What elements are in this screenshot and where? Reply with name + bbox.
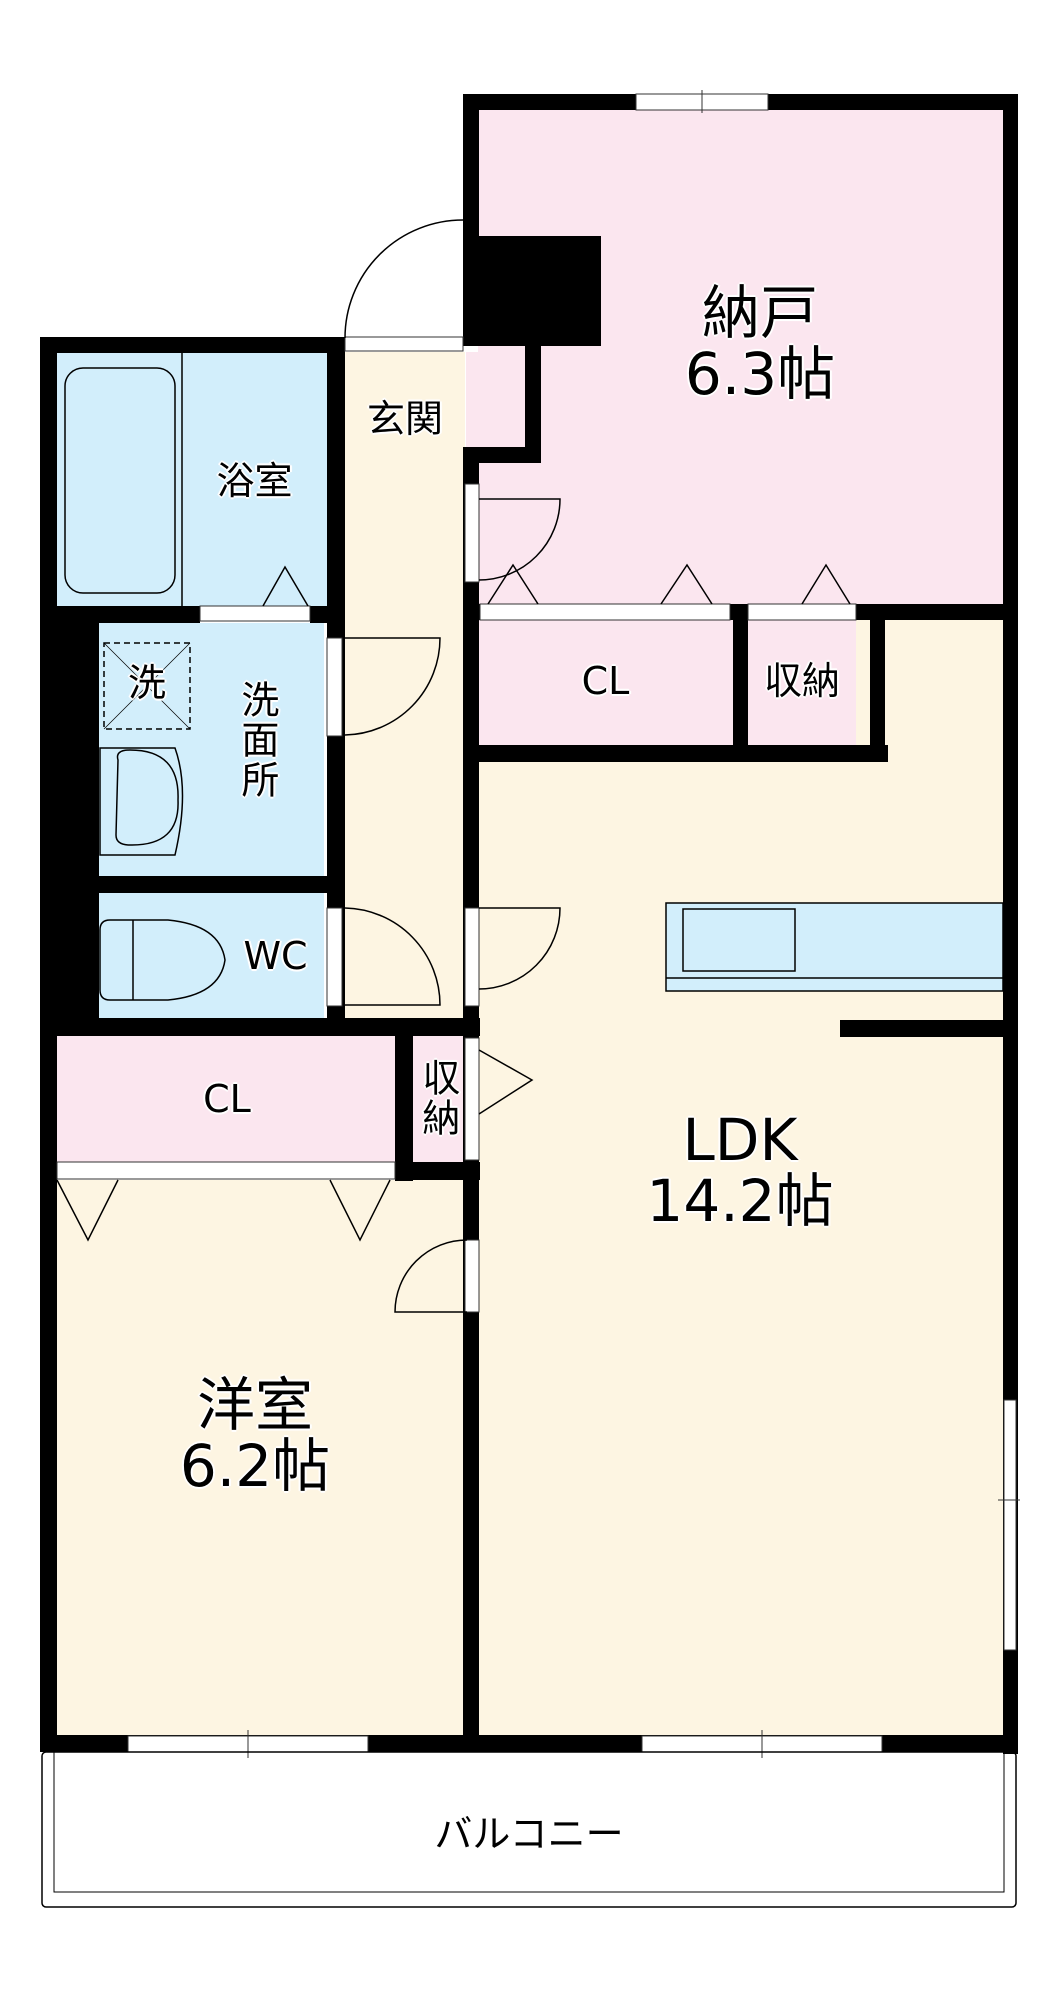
door-swings [56, 219, 851, 1313]
cl-upper-fill2 [478, 620, 733, 755]
balcony-label: バルコニー [434, 1812, 624, 1856]
western-size: 6.2帖 [179, 1431, 331, 1500]
nando-label: 納戸 6.3帖 [660, 283, 860, 405]
doors [326, 483, 480, 1313]
washroom-label: 洗面所 [234, 680, 279, 800]
hall-fill [345, 352, 465, 1027]
bath-label: 浴室 [216, 459, 293, 503]
cl-lower-fill [57, 1036, 397, 1162]
washer-label: 洗 [127, 661, 166, 705]
wc-label: WC [243, 934, 308, 978]
cl-lower-label: CL [203, 1077, 251, 1121]
western-label: 洋室 6.2帖 [130, 1375, 380, 1497]
ldk-fill [478, 620, 1003, 1740]
nando-size: 6.3帖 [684, 339, 836, 408]
nando-name: 納戸 [701, 279, 818, 347]
bathtub-icon [64, 367, 176, 594]
ldk-size: 14.2帖 [646, 1166, 834, 1235]
western-fill [57, 1180, 467, 1740]
fixtures [41, 353, 1017, 1908]
ldk-name: LDK [682, 1106, 798, 1174]
storage-lower-fill [412, 1036, 467, 1162]
bath-fill [57, 353, 327, 608]
nando-nook-fill [466, 352, 526, 462]
sink-icon [99, 747, 184, 856]
ldk-label: LDK 14.2帖 [600, 1110, 880, 1232]
genkan-label: 玄関 [366, 397, 443, 441]
windows [56, 90, 1020, 1758]
toilet-icon [99, 919, 226, 1001]
western-name: 洋室 [196, 1371, 313, 1439]
cl-upper-label: CL [581, 659, 630, 703]
kitchen-counter-icon [665, 902, 1004, 992]
storage-upper-fill2 [748, 620, 856, 755]
storage-upper-label: 収納 [763, 659, 840, 703]
storage-lower-label: 収納 [415, 1058, 460, 1138]
wc-fill [99, 893, 324, 1018]
nando-fill [478, 108, 1003, 613]
washer-space-icon [103, 642, 191, 730]
